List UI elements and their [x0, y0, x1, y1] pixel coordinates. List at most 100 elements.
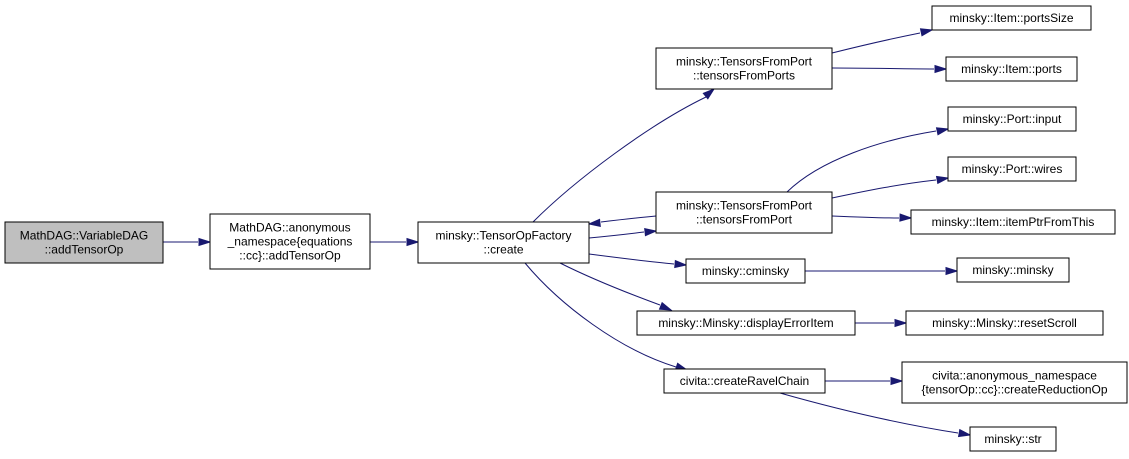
edge-line — [831, 179, 937, 199]
node-label-line: civita::anonymous_namespace — [932, 369, 1097, 383]
node-label-line: minsky::Port::input — [963, 112, 1062, 126]
node-reduction[interactable]: civita::anonymous_namespace{tensorOp::cc… — [901, 361, 1128, 404]
node-label-line: minsky::TensorsFromPort — [676, 199, 813, 213]
edge-tfps-to-portssize — [831, 28, 934, 54]
node-label-line: ::tensorsFromPorts — [693, 69, 795, 83]
node-label-line: minsky::Item::ports — [961, 62, 1062, 76]
arrowhead — [934, 64, 948, 74]
node-root[interactable]: MathDAG::VariableDAG::addTensorOp — [4, 221, 164, 264]
node-label-line: ::addTensorOp — [45, 243, 124, 257]
node-label-line: {tensorOp::cc}::createReductionOp — [921, 383, 1107, 397]
arrowhead — [644, 228, 658, 237]
node-cminsky[interactable]: minsky::cminsky — [685, 258, 806, 284]
node-ports[interactable]: minsky::Item::ports — [945, 56, 1078, 82]
node-box — [655, 191, 833, 234]
edge-ravel-to-str — [779, 392, 972, 438]
node-portssize[interactable]: minsky::Item::portsSize — [931, 5, 1092, 31]
arrowhead — [957, 428, 972, 438]
node-box — [685, 258, 806, 284]
node-label-line: minsky::Item::itemPtrFromThis — [932, 215, 1095, 229]
node-box — [931, 5, 1092, 31]
node-resetscroll[interactable]: minsky::Minsky::resetScroll — [905, 310, 1104, 336]
node-box — [4, 221, 164, 264]
edge-create-to-cminsky — [588, 253, 688, 269]
edge-tfps-to-ports — [831, 64, 948, 74]
arrowhead — [406, 237, 420, 247]
edge-anon-to-create — [370, 237, 420, 247]
edge-line — [831, 32, 921, 54]
node-label-line: minsky::Item::portsSize — [949, 11, 1073, 25]
node-box — [655, 47, 833, 90]
edge-line — [779, 392, 959, 434]
node-label-line: minsky::TensorsFromPort — [676, 55, 813, 69]
node-label-line: minsky::cminsky — [702, 264, 789, 278]
edge-line — [831, 67, 935, 70]
node-label-line: MathDAG::VariableDAG — [20, 229, 149, 243]
node-tfps[interactable]: minsky::TensorsFromPort::tensorsFromPort… — [655, 47, 833, 90]
arrowhead — [935, 175, 950, 185]
edge-tfp-to-input — [786, 127, 950, 193]
node-label-line: MathDAG::anonymous — [229, 221, 350, 235]
node-box — [905, 310, 1104, 336]
edge-layer — [163, 28, 972, 438]
edge-cminsky-to-minsky — [804, 266, 959, 276]
node-label-line: _namespace{equations — [227, 235, 353, 249]
node-label-line: minsky::TensorOpFactory — [435, 229, 571, 243]
node-disperr[interactable]: minsky::Minsky::displayErrorItem — [636, 310, 856, 336]
arrowhead — [674, 259, 688, 269]
arrowhead — [587, 218, 601, 227]
node-box — [209, 213, 371, 270]
node-box — [910, 209, 1116, 235]
edge-line — [524, 262, 677, 368]
node-tfp[interactable]: minsky::TensorsFromPort::tensorsFromPort — [655, 191, 833, 234]
node-label-line: ::cc}::addTensorOp — [239, 249, 341, 263]
node-box — [947, 156, 1077, 182]
edge-line — [831, 215, 900, 219]
node-box — [663, 368, 826, 394]
call-graph: MathDAG::VariableDAG::addTensorOpMathDAG… — [4, 5, 1128, 452]
arrowhead — [945, 266, 959, 276]
edge-disperr-to-resetscroll — [855, 318, 908, 328]
edge-create-to-tfp — [588, 228, 658, 239]
arrowhead — [919, 28, 934, 37]
node-label-line: ::tensorsFromPort — [696, 213, 793, 227]
node-label-line: civita::createRavelChain — [680, 374, 809, 388]
arrowhead — [935, 127, 950, 136]
edge-tfp-to-itemptr — [831, 213, 913, 222]
edge-line — [588, 253, 675, 265]
edge-line — [786, 130, 937, 193]
node-str[interactable]: minsky::str — [969, 426, 1057, 452]
node-box — [945, 56, 1078, 82]
arrowhead — [658, 301, 673, 311]
arrowhead — [894, 318, 908, 328]
node-box — [901, 361, 1128, 404]
node-box — [947, 106, 1077, 132]
arrowhead — [899, 213, 913, 222]
node-create[interactable]: minsky::TensorOpFactory::create — [417, 221, 590, 264]
node-label-line: minsky::Minsky::resetScroll — [932, 316, 1077, 330]
node-ravel[interactable]: civita::createRavelChain — [663, 368, 826, 394]
node-box — [636, 310, 856, 336]
edge-line — [588, 231, 645, 239]
node-wires[interactable]: minsky::Port::wires — [947, 156, 1077, 182]
node-label-line: minsky::minsky — [972, 263, 1053, 277]
node-anon[interactable]: MathDAG::anonymous_namespace{equations::… — [209, 213, 371, 270]
node-minsky[interactable]: minsky::minsky — [956, 257, 1070, 283]
arrowhead — [198, 237, 212, 247]
edge-line — [532, 96, 707, 223]
node-itemptr[interactable]: minsky::Item::itemPtrFromThis — [910, 209, 1116, 235]
node-layer: MathDAG::VariableDAG::addTensorOpMathDAG… — [4, 5, 1128, 452]
node-box — [969, 426, 1057, 452]
edge-create-to-disperr — [559, 262, 673, 311]
node-label-line: ::create — [483, 243, 523, 257]
node-box — [417, 221, 590, 264]
node-input[interactable]: minsky::Port::input — [947, 106, 1077, 132]
arrowhead — [702, 87, 716, 100]
node-label-line: minsky::str — [984, 432, 1041, 446]
edge-create-to-tfps — [532, 87, 716, 223]
arrowhead — [890, 376, 904, 386]
edge-tfp-to-wires — [831, 175, 950, 199]
node-label-line: minsky::Minsky::displayErrorItem — [658, 316, 833, 330]
edge-line — [600, 215, 657, 223]
